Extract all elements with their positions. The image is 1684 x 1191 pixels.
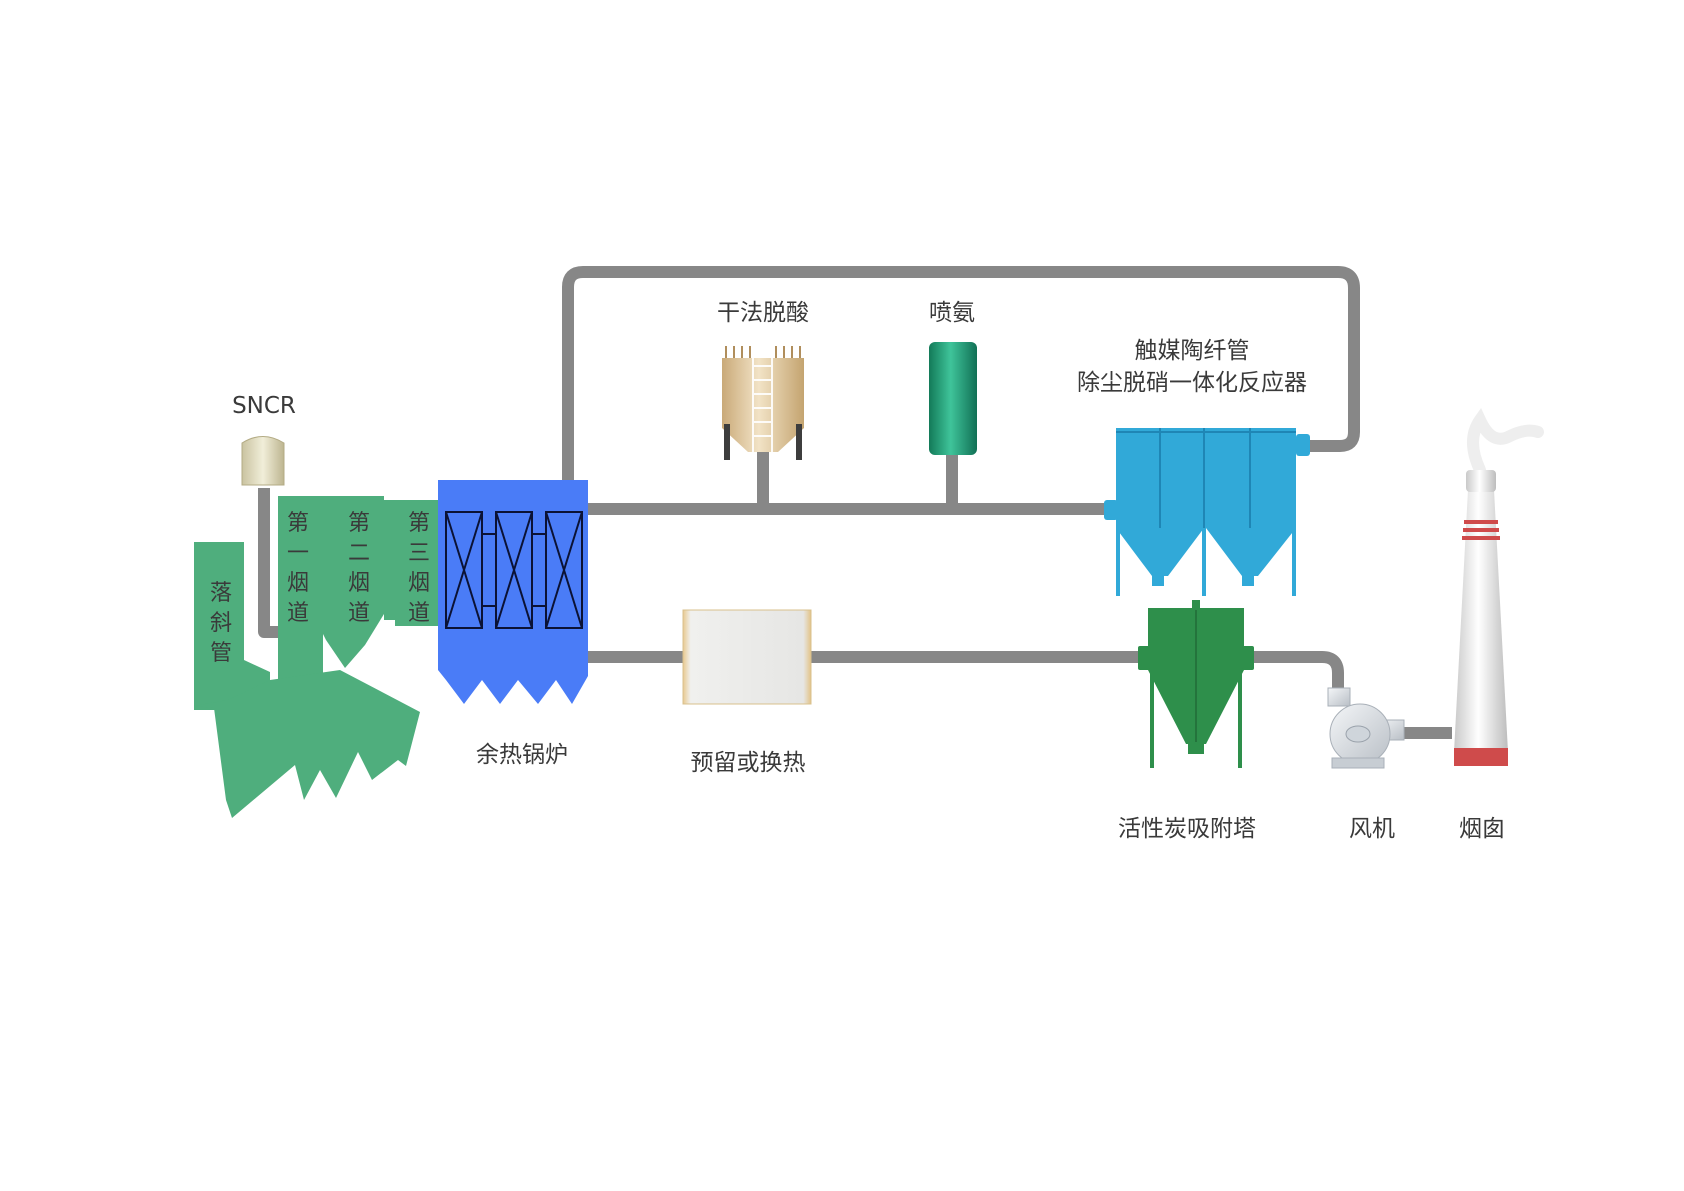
fall-pipe-label: 落 斜 管 [210,581,232,666]
third-flue-label: 第 三 烟 道 [408,511,430,626]
third-flue [384,500,440,626]
sncr-unit: SNCR [232,393,296,486]
first-flue-char-1: 第 [287,511,309,536]
second-flue-char-2: 二 [348,541,370,566]
fan-unit: 风机 [1327,687,1405,842]
reserve-heat-exchanger: 预留或换热 [682,609,812,776]
third-flue-char-2: 三 [408,541,430,566]
fall-pipe-char-2: 斜 [210,611,232,636]
lower-hoppers [194,670,420,818]
boiler-label: 余热锅炉 [476,742,568,768]
sncr-tank-icon [241,436,285,486]
first-flue-char-3: 烟 [287,571,309,596]
first-flue [278,496,323,684]
fall-pipe-char-1: 落 [210,581,232,606]
incinerator-flue-structure: 落 斜 管 第 一 烟 道 第 二 烟 道 第 三 烟 道 [194,496,440,818]
second-flue [323,496,384,668]
second-flue-char-3: 烟 [348,571,370,596]
reserve-label: 预留或换热 [691,750,806,776]
chimney-unit: 烟囱 [1454,408,1544,842]
first-flue-label: 第 一 烟 道 [287,511,309,626]
dry-deacid-tank-icon [722,346,804,460]
second-flue-label: 第 二 烟 道 [348,511,370,626]
pipe-network [258,266,1452,739]
third-flue-char-4: 道 [408,601,430,626]
reactor-label-line2: 除尘脱硝一体化反应器 [1077,370,1307,396]
ammonia-unit: 喷氨 [929,300,977,455]
chimney-icon [1454,408,1544,766]
third-flue-char-3: 烟 [408,571,430,596]
catalyst-ceramic-reactor: 触媒陶纤管 除尘脱硝一体化反应器 [1077,338,1310,596]
carbon-tower-label: 活性炭吸附塔 [1118,816,1256,842]
reactor-label-line1: 触媒陶纤管 [1135,338,1250,364]
ammonia-label: 喷氨 [929,300,975,326]
activated-carbon-tower: 活性炭吸附塔 [1118,600,1256,842]
fan-icon [1327,687,1405,769]
fall-pipe [194,542,270,710]
second-flue-char-4: 道 [348,601,370,626]
dry-deacid-label: 干法脱酸 [717,300,809,326]
waste-heat-boiler: 余热锅炉 [438,480,588,768]
second-flue-char-1: 第 [348,511,370,536]
first-flue-char-2: 一 [287,541,309,566]
ammonia-tank-icon [929,342,977,455]
fall-pipe-char-3: 管 [210,641,232,666]
first-flue-char-4: 道 [287,601,309,626]
chimney-label: 烟囱 [1459,816,1505,842]
fan-label: 风机 [1349,816,1395,842]
third-flue-char-1: 第 [408,511,430,536]
sncr-label: SNCR [232,393,296,419]
dry-deacid-unit: 干法脱酸 [717,300,809,460]
